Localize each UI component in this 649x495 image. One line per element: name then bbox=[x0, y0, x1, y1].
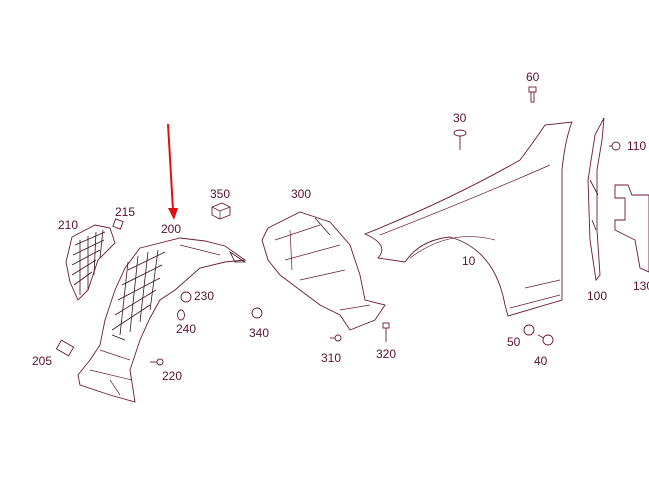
part-215-clip bbox=[112, 218, 124, 230]
part-10-fender bbox=[363, 121, 573, 317]
part-220-screw bbox=[150, 358, 164, 366]
label-110: 110 bbox=[627, 139, 647, 153]
label-310: 310 bbox=[321, 351, 342, 365]
part-340-nut bbox=[251, 307, 263, 319]
part-130-bracket bbox=[614, 184, 649, 273]
label-240: 240 bbox=[176, 322, 197, 336]
label-230: 230 bbox=[194, 289, 215, 303]
label-100: 100 bbox=[587, 289, 608, 303]
part-60-bolt bbox=[528, 86, 537, 103]
label-220: 220 bbox=[162, 369, 183, 383]
label-130: 130 bbox=[633, 279, 649, 293]
label-340: 340 bbox=[249, 326, 270, 340]
part-310-screw bbox=[330, 334, 342, 342]
part-40-screw bbox=[537, 334, 554, 346]
part-230-clip bbox=[180, 291, 192, 303]
part-110-clip bbox=[609, 141, 621, 151]
label-350: 350 bbox=[210, 187, 231, 201]
label-10: 10 bbox=[462, 254, 476, 268]
label-60: 60 bbox=[526, 70, 540, 84]
label-30: 30 bbox=[453, 111, 467, 125]
part-320-bolt bbox=[382, 322, 390, 342]
part-210-panel bbox=[65, 224, 116, 301]
label-40: 40 bbox=[534, 354, 548, 368]
part-240-nut bbox=[177, 309, 185, 321]
label-210: 210 bbox=[58, 218, 79, 232]
label-200: 200 bbox=[161, 222, 182, 236]
label-205: 205 bbox=[32, 354, 53, 368]
part-300-inner-liner bbox=[261, 211, 386, 331]
label-50: 50 bbox=[507, 335, 521, 349]
label-300: 300 bbox=[291, 187, 312, 201]
part-350-block bbox=[211, 202, 231, 220]
part-50-washer bbox=[523, 324, 535, 336]
label-320: 320 bbox=[376, 347, 397, 361]
label-215: 215 bbox=[115, 205, 136, 219]
part-200-wheel-arch-liner bbox=[77, 237, 247, 403]
part-205-bracket bbox=[55, 339, 75, 357]
part-30-bolt bbox=[453, 129, 467, 150]
highlight-arrow bbox=[167, 123, 178, 220]
part-100-pillar-trim bbox=[587, 117, 605, 282]
